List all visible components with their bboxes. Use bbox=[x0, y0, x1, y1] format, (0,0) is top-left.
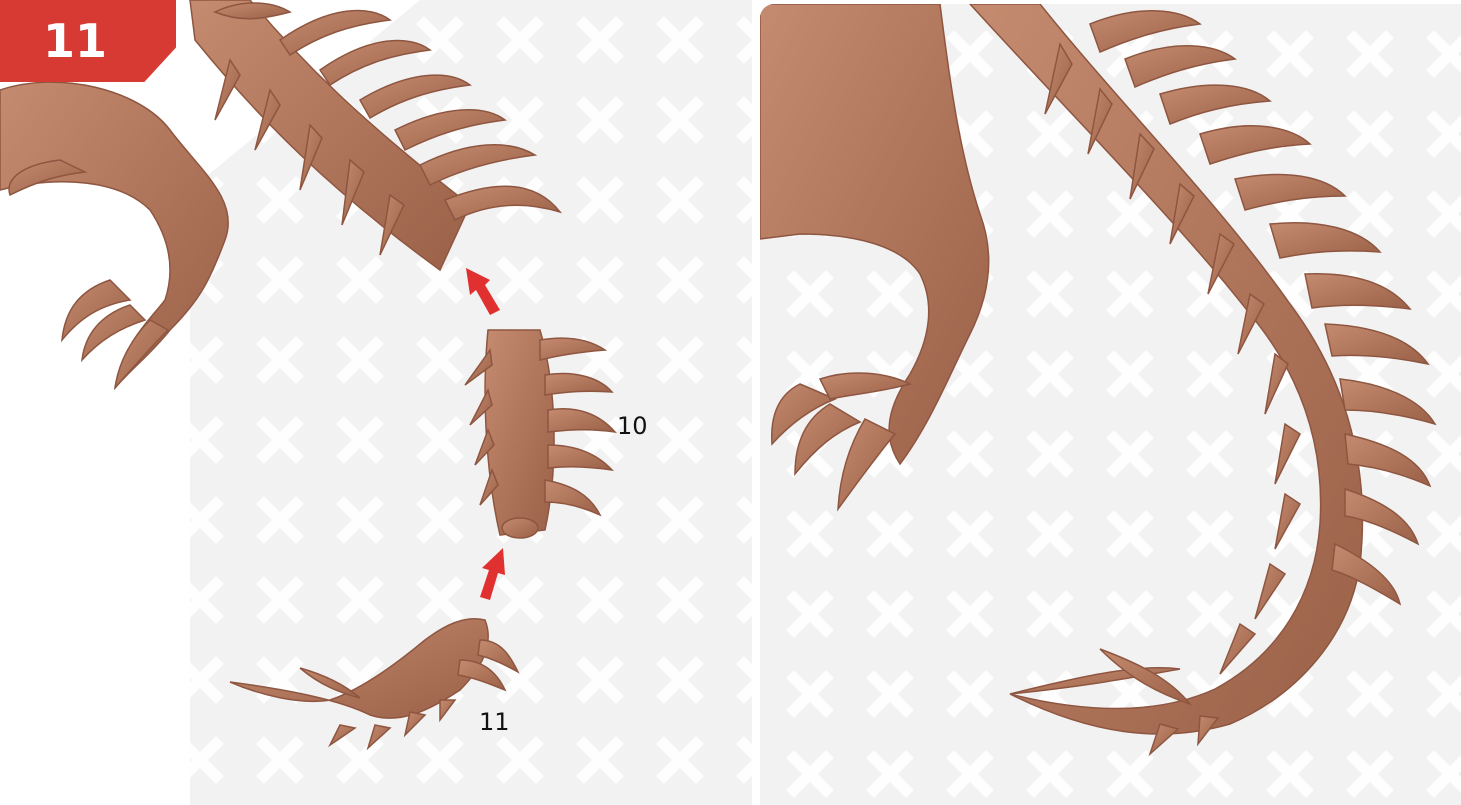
segment-part-label: 10 bbox=[617, 412, 648, 440]
step-number-badge: 11 bbox=[0, 0, 176, 82]
exploded-view-panel: 11 10 11 bbox=[0, 0, 752, 805]
tip-part-label: 11 bbox=[479, 708, 510, 736]
assembled-view-illustration bbox=[760, 4, 1461, 805]
exploded-view-illustration bbox=[0, 0, 752, 805]
assembled-view-panel bbox=[760, 4, 1461, 805]
